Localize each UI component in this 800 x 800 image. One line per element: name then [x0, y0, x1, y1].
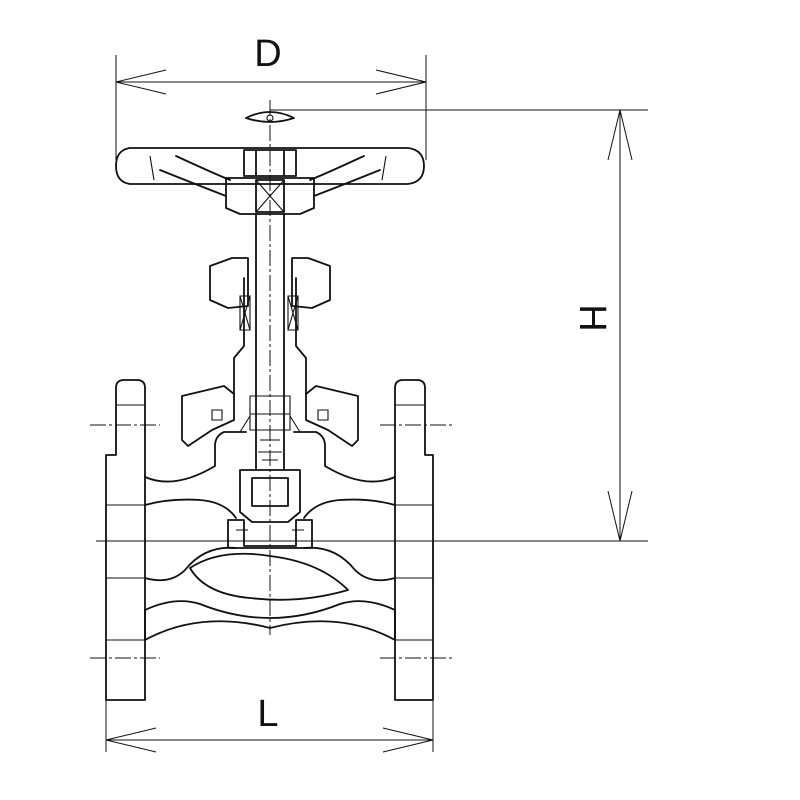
right-flange	[394, 379, 434, 701]
bonnet-flange-right	[305, 385, 359, 447]
gland	[209, 257, 331, 331]
packing	[239, 295, 299, 331]
dimension-l-label: L	[257, 693, 278, 735]
dimension-h-label: H	[571, 304, 613, 331]
disc	[227, 469, 313, 549]
flow-passage	[144, 498, 396, 582]
gland-right	[291, 257, 331, 309]
stem-nut	[243, 149, 297, 177]
dimension-l: L	[105, 693, 434, 753]
bonnet	[181, 277, 359, 447]
dimension-d: D	[115, 33, 427, 160]
gland-left	[209, 257, 249, 309]
bonnet-neck	[233, 277, 307, 395]
seat-partition	[189, 552, 349, 601]
stem	[249, 213, 291, 471]
handwheel-hub	[225, 177, 315, 215]
handwheel-top-cap	[245, 111, 295, 123]
handwheel-spokes	[159, 155, 381, 197]
handwheel-rim	[115, 147, 425, 185]
valve-body	[105, 379, 434, 701]
body-outer-contour	[144, 431, 396, 619]
dimension-d-label: D	[254, 33, 281, 75]
bonnet-flange-left	[181, 385, 235, 447]
bolt-centerlines	[90, 404, 452, 659]
left-flange	[105, 379, 146, 701]
dimension-h: H	[96, 109, 648, 542]
